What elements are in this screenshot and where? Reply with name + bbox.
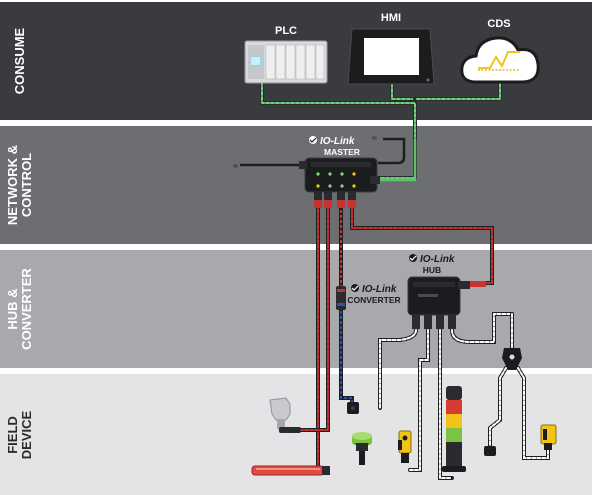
light-bar-device bbox=[251, 465, 330, 476]
hmi-device bbox=[347, 28, 435, 85]
hub-label: HUB bbox=[423, 265, 441, 275]
y-splitter-connector bbox=[502, 348, 522, 370]
yellow-sensor-device bbox=[398, 430, 412, 463]
cable-break-left: ≈ bbox=[233, 161, 238, 171]
converter-io-link-badge: IO-Link CONVERTER bbox=[347, 284, 401, 305]
stack-light-tower-device bbox=[442, 386, 466, 472]
plc-label: PLC bbox=[275, 25, 297, 37]
inline-connector-device bbox=[484, 446, 496, 456]
network-control-tier: NETWORK & CONTROL bbox=[0, 126, 592, 244]
master-side-cables bbox=[240, 137, 406, 167]
hub-output-cables bbox=[378, 312, 550, 480]
master-label: MASTER bbox=[324, 147, 360, 157]
plc-device bbox=[244, 40, 328, 84]
master-io-link-badge: IO-Link MASTER bbox=[309, 136, 360, 157]
analog-sensor-device bbox=[347, 402, 359, 414]
green-pushbutton-device bbox=[352, 432, 372, 465]
hub-brand-text: IO-Link bbox=[420, 254, 455, 265]
converter-label: CONVERTER bbox=[347, 295, 400, 305]
hub-io-link-badge: IO-Link HUB bbox=[409, 254, 455, 275]
cds-cloud-device bbox=[460, 36, 540, 84]
cable-break-right: ≈ bbox=[372, 133, 377, 143]
blue-cable bbox=[339, 205, 354, 404]
master-brand-text: IO-Link bbox=[320, 136, 355, 147]
ethernet-cables bbox=[260, 80, 502, 182]
io-link-hub-device bbox=[407, 276, 486, 329]
cds-label: CDS bbox=[487, 18, 510, 30]
io-link-converter-device bbox=[336, 286, 346, 310]
yellow-inductive-sensor-device bbox=[540, 424, 557, 450]
io-link-master-device bbox=[299, 157, 380, 208]
red-cables bbox=[298, 203, 494, 472]
hmi-label: HMI bbox=[381, 12, 401, 24]
photoelectric-sensor-device bbox=[269, 397, 301, 433]
converter-brand-text: IO-Link bbox=[362, 284, 397, 295]
